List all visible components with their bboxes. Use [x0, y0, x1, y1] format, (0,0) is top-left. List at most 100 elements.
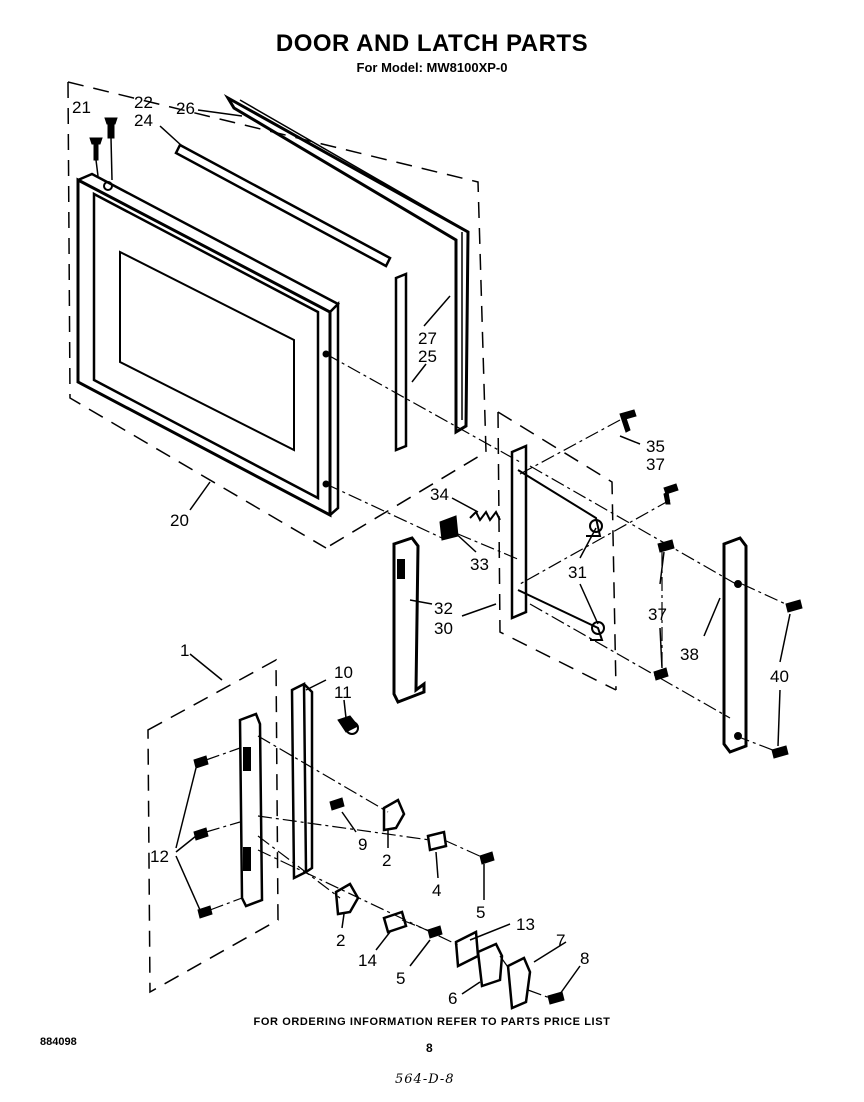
leader-33: [451, 529, 477, 553]
asm-line-cam-lower: [257, 835, 341, 899]
switch-4: [426, 830, 448, 852]
door-group-outline: [67, 81, 487, 549]
latch-block: [439, 515, 459, 541]
page-number: 8: [426, 1041, 433, 1055]
callout-2-lower: 2: [336, 931, 345, 950]
callout-14: 14: [358, 951, 377, 970]
door-frame-inner: [92, 191, 320, 501]
callout-4: 4: [432, 881, 441, 900]
leader-35: [619, 435, 641, 445]
ordering-note: FOR ORDERING INFORMATION REFER TO PARTS …: [253, 1016, 611, 1028]
mounting-plate: [238, 712, 264, 908]
assembly-line-c: [457, 533, 521, 561]
leader-25: [411, 363, 427, 383]
assembly-line-h: [741, 583, 791, 607]
latch-pivot-top: [589, 519, 603, 533]
screw-5-b: [427, 925, 443, 939]
callout-11: 11: [334, 683, 352, 702]
latch-group-outline: [147, 658, 279, 994]
door-seal-gasket-inner: [239, 99, 463, 420]
latch-cam-upper: [382, 798, 406, 832]
handle: [392, 536, 426, 704]
latch-cam-lower: [334, 882, 360, 916]
asm-line-screw5b: [401, 919, 433, 933]
choke-strip: [174, 143, 392, 268]
leader-26: [197, 109, 243, 117]
assembly-line-g: [529, 603, 731, 719]
callout-10: 10: [334, 663, 353, 682]
plate-slot-bot: [243, 847, 251, 871]
callout-24: 24: [134, 111, 153, 130]
screw-12-b: [193, 827, 209, 841]
callout-labels: 21 22 24 26 27 25 20 34 33 35 37 31 37 3…: [72, 93, 789, 1008]
screw-37-b: [657, 539, 675, 553]
assembly-line-e: [519, 499, 671, 585]
callout-7: 7: [556, 931, 565, 950]
leader-12b: [175, 835, 197, 853]
screw-12-c: [197, 905, 213, 919]
screw-9: [329, 797, 345, 811]
leader-5b: [409, 939, 431, 967]
page-title: DOOR AND LATCH PARTS: [275, 30, 589, 57]
plate-slot-top: [243, 747, 251, 771]
callout-9: 9: [358, 835, 367, 854]
assembly-line-d: [519, 419, 621, 475]
asm-line-cam-upper: [257, 735, 389, 813]
door-window: [119, 250, 295, 452]
leader-37b: [659, 627, 663, 669]
leader-21-screw: [95, 159, 99, 177]
callout-25: 25: [418, 347, 437, 366]
callout-5-upper: 5: [476, 903, 485, 922]
leader-4: [435, 851, 439, 879]
callout-31: 31: [568, 563, 587, 582]
leader-31a: [579, 527, 597, 559]
leader-11: [343, 699, 347, 719]
asm-line-switch4: [257, 815, 431, 841]
screw-40-top: [785, 599, 803, 613]
callout-37: 37: [646, 455, 665, 474]
screw-8: [547, 991, 565, 1005]
door-seal-gasket: [223, 93, 470, 435]
document-code: 884098: [40, 1036, 77, 1048]
leader-40a: [779, 613, 791, 663]
leader-7: [533, 941, 567, 963]
callout-13: 13: [516, 915, 535, 934]
handle-cover: [722, 536, 748, 754]
leader-6: [461, 981, 481, 995]
leader-12c: [175, 855, 201, 911]
leader-22-screw: [110, 137, 113, 181]
assembly-line-f: [529, 465, 737, 585]
assembly-line-b: [325, 483, 443, 539]
callout-6: 6: [448, 989, 457, 1008]
callout-30: 30: [434, 619, 453, 638]
switch-6: [476, 942, 504, 988]
handle-group-outline: [497, 411, 617, 691]
callout-32: 32: [434, 599, 453, 618]
latch-switch-group: [147, 658, 565, 1010]
door-top-hole: [103, 181, 113, 191]
handle-assembly-group: [325, 353, 803, 759]
callout-27: 27: [418, 329, 437, 348]
asm-line-12b: [205, 821, 241, 833]
callout-34: 34: [430, 485, 449, 504]
leader-13: [469, 923, 511, 941]
screw-22: [104, 117, 118, 139]
leader-27: [423, 295, 451, 327]
callout-5-lower: 5: [396, 969, 405, 988]
latch-plate: [510, 444, 528, 620]
callout-20: 20: [170, 511, 189, 530]
latch-plate-arm-bot: [517, 589, 604, 641]
callout-8: 8: [580, 949, 589, 968]
callout-33: 33: [470, 555, 489, 574]
leader-8: [559, 965, 581, 995]
asm-line-screw5a: [443, 839, 485, 859]
latch-spring: [469, 510, 501, 522]
leader-14: [375, 931, 391, 951]
screw-12-a: [193, 755, 209, 769]
switch-7: [506, 956, 532, 1010]
screw-37: [663, 483, 679, 505]
asm-line-switch7: [499, 955, 511, 971]
handle-slot: [397, 559, 405, 579]
handwritten-note: 564-D-8: [395, 1072, 455, 1087]
